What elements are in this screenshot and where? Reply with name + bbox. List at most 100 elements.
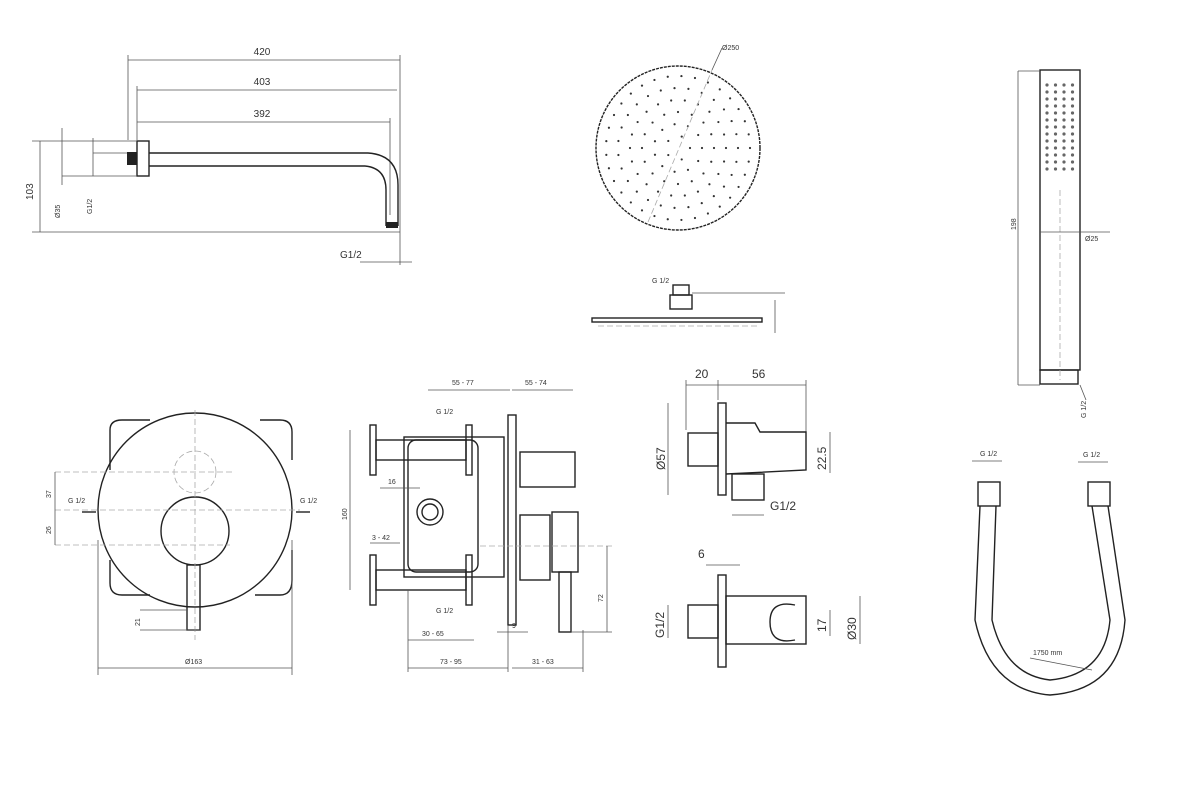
nozzle-dot	[666, 218, 669, 221]
spray-dot	[1053, 104, 1058, 108]
dim-6: 6	[698, 547, 705, 561]
nozzle-dot	[708, 110, 711, 113]
spray-dot	[1062, 118, 1066, 122]
wall-outlet-drawing: 20 56 Ø57 22.5 G1/2	[654, 367, 831, 516]
nozzle-dot	[730, 119, 733, 123]
nozzle-dot	[683, 99, 686, 102]
spray-dot	[1070, 104, 1075, 108]
outlet-bottom: G 1/2	[436, 608, 453, 615]
spray-dot	[1070, 97, 1075, 101]
spray-dot	[1045, 139, 1049, 143]
nozzle-dot	[693, 216, 697, 220]
dim-9: 9	[512, 623, 516, 630]
spray-dot	[1053, 132, 1058, 136]
nozzle-dot	[748, 146, 752, 150]
spray-dot	[1070, 111, 1075, 115]
spray-dot	[1045, 118, 1049, 122]
nozzle-dot	[680, 218, 683, 222]
spray-dot	[1070, 167, 1075, 171]
nozzle-dot	[700, 146, 704, 150]
spray-dot	[1053, 118, 1058, 122]
nozzle-dot	[687, 205, 690, 209]
dim-g12-wall: G1/2	[87, 199, 94, 214]
nozzle-dot	[736, 146, 740, 150]
nozzle-dot	[688, 146, 692, 150]
nozzle-dot	[702, 121, 705, 124]
dim-dia250: Ø250	[722, 45, 739, 52]
nozzle-dot	[605, 140, 608, 143]
nozzle-dot	[663, 180, 666, 183]
nozzle-dot	[661, 165, 664, 168]
nozzle-dot	[653, 140, 657, 143]
nozzle-dot	[722, 133, 726, 136]
nozzle-dot	[680, 135, 683, 138]
nozzle-dot	[680, 158, 683, 161]
dim-26: 26	[46, 526, 53, 534]
nozzle-dot	[630, 133, 634, 136]
nozzle-dot	[626, 113, 629, 117]
mixer-body-drawing: 55 - 77 55 - 74 G 1/2 G 1/2 160 16 3 - 4…	[342, 380, 615, 672]
spray-dot	[1045, 90, 1049, 94]
spray-dot	[1053, 111, 1058, 115]
dim-side-g12: G 1/2	[652, 278, 669, 285]
nozzle-dot	[690, 180, 693, 183]
nozzle-dot	[673, 206, 676, 209]
dim-dia30: Ø30	[845, 617, 859, 640]
nozzle-dot	[737, 107, 740, 111]
nozzle-dot	[607, 167, 611, 170]
dim-56: 56	[752, 367, 766, 381]
spray-dot	[1045, 111, 1049, 115]
nozzle-dot	[708, 183, 711, 186]
nozzle-dot	[706, 81, 710, 84]
nozzle-dot	[651, 121, 654, 124]
nozzle-dot	[743, 173, 746, 176]
spray-dot	[1045, 125, 1049, 129]
nozzle-dot	[676, 182, 680, 186]
nozzle-dot	[640, 84, 644, 87]
nozzle-dot	[626, 179, 629, 183]
hose-drawing: G 1/2 G 1/2 1750 mm	[972, 451, 1126, 696]
dim-37: 37	[46, 490, 53, 498]
spray-dot	[1053, 97, 1058, 101]
nozzle-dot	[747, 160, 750, 163]
nozzle-dot	[743, 120, 746, 123]
nozzle-dot	[659, 89, 662, 92]
nozzle-dot	[735, 133, 738, 136]
inlet-left: G 1/2	[68, 498, 85, 505]
nozzle-dot	[670, 99, 673, 102]
spray-dot	[1045, 167, 1049, 171]
dim-g12-outlet2: G1/2	[770, 499, 796, 513]
nozzle-dot	[729, 196, 732, 199]
nozzle-dot	[722, 108, 726, 111]
nozzle-dot	[666, 75, 669, 78]
nozzle-dot	[629, 201, 632, 204]
spray-dot	[1045, 104, 1049, 108]
nozzle-dot	[722, 160, 726, 163]
nozzle-dot	[646, 198, 650, 202]
spray-dot	[1062, 111, 1066, 115]
nozzle-dot	[702, 172, 705, 175]
nozzle-dot	[697, 133, 700, 137]
spray-dot	[1053, 125, 1058, 129]
nozzle-dot	[724, 146, 728, 150]
hose-length: 1750 mm	[1033, 650, 1062, 657]
nozzle-dot	[712, 98, 715, 101]
spray-dot	[1062, 146, 1066, 150]
inlet-right: G 1/2	[300, 498, 317, 505]
nozzle-dot	[612, 179, 616, 183]
nozzle-dot	[667, 153, 670, 157]
nozzle-dot	[640, 209, 644, 212]
dim-17: 17	[815, 618, 829, 632]
nozzle-dot	[697, 159, 700, 163]
shower-arm-drawing: 420 403 392 103 Ø35 G1/2 G1/2	[25, 47, 412, 265]
spray-dot	[1053, 153, 1058, 157]
nozzle-dot	[620, 167, 623, 170]
nozzle-dot	[617, 139, 620, 143]
dim-160: 160	[342, 508, 349, 520]
dim-55-77: 55 - 77	[452, 380, 474, 387]
nozzle-dot	[673, 87, 676, 90]
spray-dot	[1062, 167, 1066, 171]
shower-head-drawing: Ø250 G 1/2	[591, 45, 785, 333]
